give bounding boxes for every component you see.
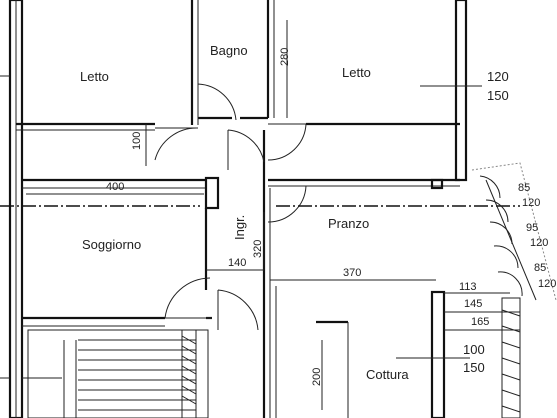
room-label-pranzo: Pranzo xyxy=(328,216,369,231)
dim-85-a: 85 xyxy=(518,182,530,194)
wall-cottura-right xyxy=(430,290,446,418)
dim-145: 145 xyxy=(464,298,482,310)
dim-165: 165 xyxy=(471,316,489,328)
room-label-soggiorno: Soggiorno xyxy=(82,237,141,252)
door-corridor xyxy=(227,129,265,170)
dim-100-left: 100 xyxy=(131,132,143,150)
dim-120-c: 120 xyxy=(538,278,556,290)
door-letto-right xyxy=(267,123,307,161)
stair-block xyxy=(27,329,209,418)
room-label-ingr: Ingr. xyxy=(232,215,247,240)
door-main xyxy=(217,289,259,331)
dim-320: 320 xyxy=(252,240,264,258)
door-pranzo xyxy=(267,185,307,223)
dim-120-b: 120 xyxy=(530,237,548,249)
door-soggiorno xyxy=(164,277,212,319)
door-letto-left xyxy=(154,127,199,161)
bay-window xyxy=(471,162,557,418)
dim-100-right: 100 xyxy=(463,342,485,357)
walls xyxy=(0,0,468,418)
wall-right-outer-top xyxy=(454,0,468,182)
dimension-lines xyxy=(26,20,520,410)
dim-120-top: 120 xyxy=(487,69,509,84)
dim-140: 140 xyxy=(228,257,246,269)
room-label-bagno: Bagno xyxy=(210,43,248,58)
room-label-cottura: Cottura xyxy=(366,367,409,382)
dim-113: 113 xyxy=(459,281,477,293)
wall-pillar-right xyxy=(430,178,444,190)
dim-400: 400 xyxy=(106,181,124,193)
room-label-letto-right: Letto xyxy=(342,65,371,80)
dim-120-a: 120 xyxy=(522,197,540,209)
dim-150-top: 150 xyxy=(487,88,509,103)
door-bagno xyxy=(197,83,237,124)
dim-85-b: 85 xyxy=(534,262,546,274)
dim-370: 370 xyxy=(343,267,361,279)
brick-column xyxy=(501,297,521,418)
dim-200: 200 xyxy=(311,368,323,386)
dim-95: 95 xyxy=(526,222,538,234)
room-label-letto-left: Letto xyxy=(80,69,109,84)
wall-pillar xyxy=(204,176,220,210)
stairs xyxy=(63,329,197,418)
doors xyxy=(154,83,307,331)
dim-280: 280 xyxy=(279,48,291,66)
wall-left-outer xyxy=(8,0,24,418)
dim-150-right: 150 xyxy=(463,360,485,375)
